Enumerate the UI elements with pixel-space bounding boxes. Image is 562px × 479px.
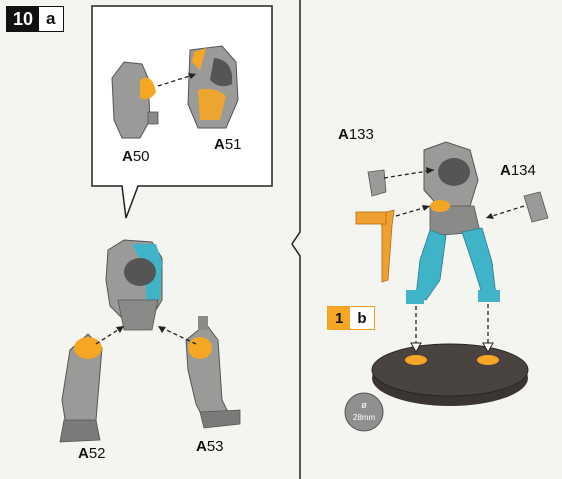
assembly-arrow-a52 (95, 325, 125, 345)
lower-torso-illustration (105, 239, 163, 331)
assembled-figure-illustration (355, 141, 549, 406)
part-a51-illustration (187, 45, 239, 129)
substep-number: 1 (328, 307, 351, 329)
substep-badge: 1 b (327, 306, 375, 330)
base-size-symbol: ø (361, 400, 367, 410)
label-a51: A51 (214, 136, 242, 153)
panel-divider (291, 0, 301, 479)
label-a52: A52 (78, 445, 106, 462)
step-number: 10 (7, 7, 40, 31)
part-a52-illustration (59, 333, 103, 443)
label-a134: A134 (500, 162, 536, 179)
label-a50: A50 (122, 148, 150, 165)
part-a50-illustration (111, 61, 159, 139)
label-a133: A133 (338, 126, 374, 143)
part-a53-illustration (185, 316, 241, 429)
substep-sub: b (350, 307, 374, 329)
base-size-badge (344, 392, 384, 432)
label-a53: A53 (196, 438, 224, 455)
assembly-arrow-a133 (383, 169, 435, 179)
step-sub: a (39, 7, 63, 31)
base-size-value: 28mm (353, 413, 376, 422)
step-badge: 10 a (6, 6, 64, 32)
